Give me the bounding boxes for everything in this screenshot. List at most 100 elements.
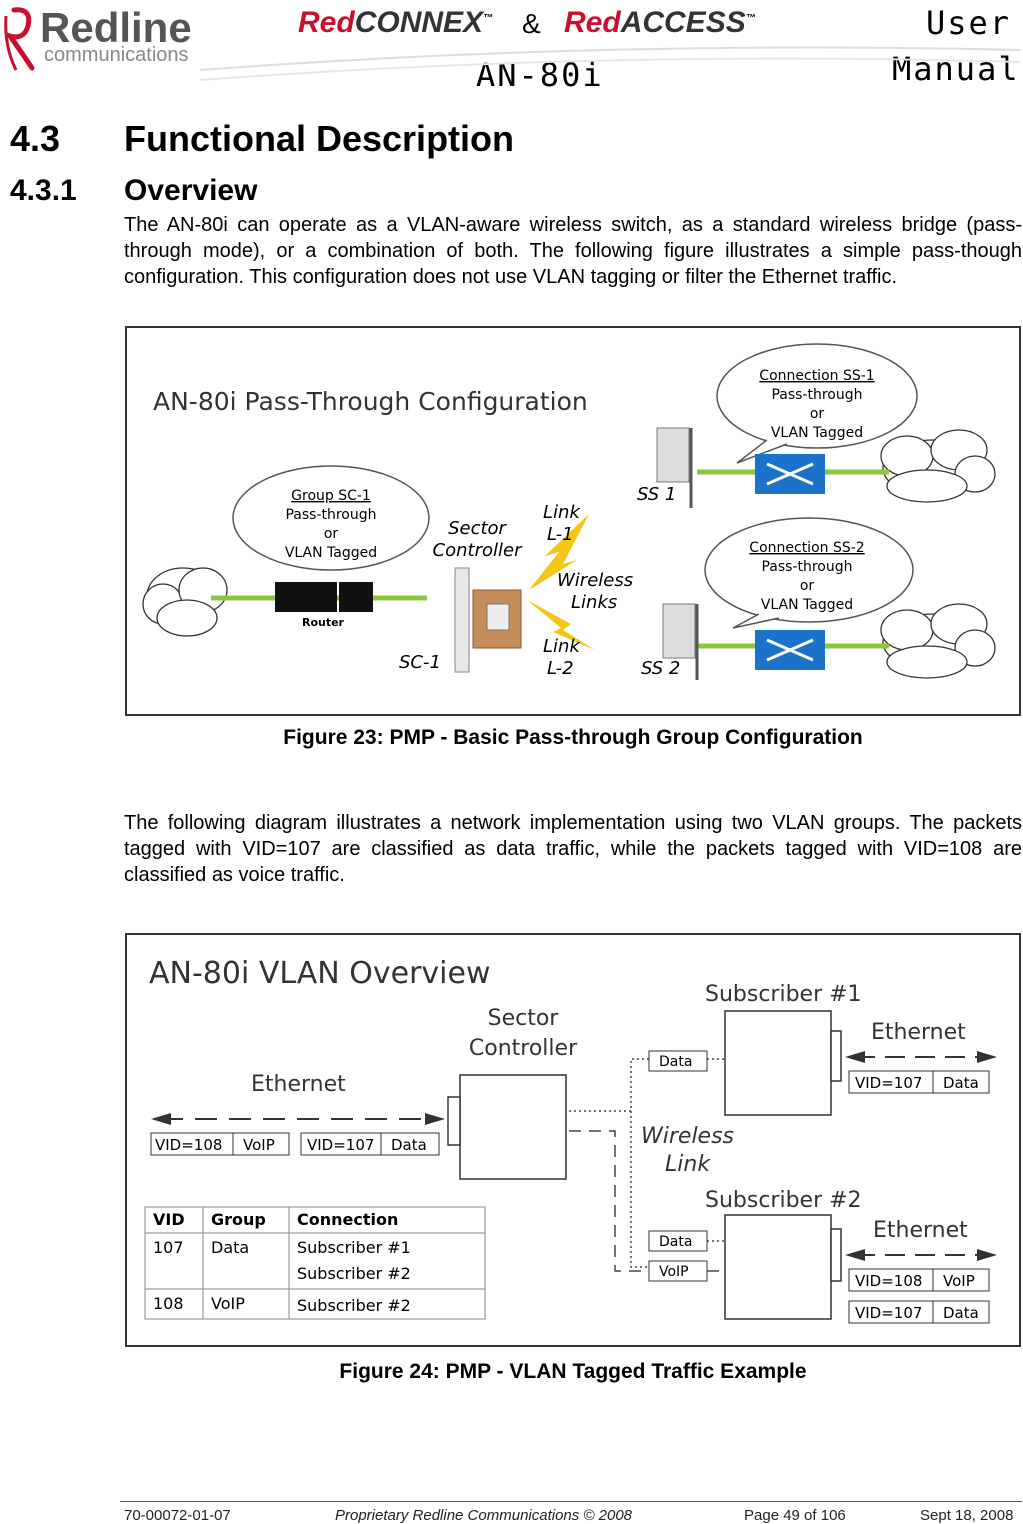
- s2-tag-data-type: Data: [943, 1304, 979, 1322]
- s2-tag-data: VID=107 Data: [848, 1300, 990, 1324]
- wireless-link-line2: Link: [665, 1152, 711, 1177]
- router-label: Router: [302, 616, 345, 629]
- ethernet-left-label: Ethernet: [251, 1072, 346, 1097]
- cloud-icon-ss1: [880, 429, 996, 503]
- link2-line2: L-2: [547, 658, 574, 679]
- switch-icon-ss2: [755, 630, 825, 670]
- figure-23: AN-80i Pass-Through Configuration Connec…: [125, 326, 1021, 716]
- footer-doc-number: 70-00072-01-07: [124, 1507, 231, 1524]
- wireless-links-line2: Links: [571, 592, 617, 613]
- table-header-group: Group: [211, 1210, 266, 1229]
- figure-24-caption: Figure 24: PMP - VLAN Tagged Traffic Exa…: [339, 1360, 807, 1383]
- bubble-sc1-line3: or: [324, 526, 339, 542]
- s2-tag-voip-type: VoIP: [943, 1272, 975, 1290]
- lightning-icon-1: [529, 514, 589, 590]
- wireless-links-line1: Wireless: [557, 570, 633, 591]
- cloud-icon-ss2: [880, 603, 996, 679]
- mid-tag-data-1: Data: [648, 1050, 708, 1072]
- bubble-ss1-line2: Pass-through: [771, 387, 862, 403]
- left-tag-voip-type: VoIP: [243, 1136, 275, 1154]
- subscriber1-box: [724, 1010, 832, 1116]
- table-row3-connection: Subscriber #2: [297, 1296, 411, 1315]
- subscriber2-port: [830, 1228, 842, 1282]
- table-row1-connection: Subscriber #1: [297, 1238, 411, 1257]
- dashed-link-voip: [569, 1130, 649, 1272]
- subsection-title: Overview: [124, 174, 258, 207]
- brand-access-text: ACCESS: [620, 6, 746, 39]
- vlan-table: VID Group Connection 107 Data Subscriber…: [144, 1206, 486, 1320]
- cloud-icon-left: [142, 567, 228, 637]
- bubble-sc1-line2: Pass-through: [285, 507, 376, 523]
- bubble-ss2: [704, 517, 914, 623]
- arrow-r2-right-icon: [977, 1249, 997, 1261]
- sector-controller-port: [447, 1096, 461, 1146]
- sector-antenna-icon: [454, 567, 522, 673]
- bubble-ss2-line1: Connection SS-2: [749, 540, 864, 556]
- ss1-label: SS 1: [637, 484, 676, 505]
- logo-text: Redline: [40, 4, 192, 51]
- left-tag-voip-vid: VID=108: [155, 1136, 222, 1154]
- brand-red-text-2: Red: [564, 6, 621, 39]
- bubble-ss1-line4: VLAN Tagged: [771, 425, 863, 441]
- fig24-sector-line2: Controller: [469, 1036, 578, 1061]
- brand-redaccess: RedACCESS™: [564, 6, 756, 40]
- header-doc-line1: User: [926, 4, 1012, 42]
- table-header-vid: VID: [153, 1210, 185, 1229]
- sc1-label: SC-1: [399, 652, 441, 673]
- fig23-title: AN-80i Pass-Through Configuration: [153, 387, 588, 416]
- left-tag-data-vid: VID=107: [307, 1136, 374, 1154]
- s1-tag: VID=107 Data: [848, 1070, 990, 1094]
- left-tag-data: VID=107 Data: [300, 1132, 440, 1156]
- bubble-sc1-line4: VLAN Tagged: [285, 545, 377, 561]
- footer-rule: [120, 1501, 1022, 1502]
- arrow-r2-left-icon: [845, 1249, 865, 1261]
- s1-tag-vid: VID=107: [855, 1074, 922, 1092]
- bubble-ss1: [716, 343, 918, 449]
- link1-line2: L-1: [547, 524, 574, 545]
- section-title: Functional Description: [124, 118, 515, 159]
- paragraph-1: The AN-80i can operate as a VLAN-aware w…: [124, 214, 1022, 288]
- arrow-r1-left-icon: [845, 1051, 865, 1063]
- mid-tag-voip-text: VoIP: [659, 1264, 689, 1280]
- tm-mark: ™: [483, 13, 494, 24]
- mid-tag-data-1-text: Data: [659, 1054, 692, 1070]
- table-row1-vid: 107: [153, 1238, 184, 1257]
- table-row1-group: Data: [211, 1238, 249, 1257]
- mid-tag-data-2-text: Data: [659, 1234, 692, 1250]
- brand-red-text: Red: [298, 6, 355, 39]
- bubble-ss2-line2: Pass-through: [761, 559, 852, 575]
- subscriber2-label: Subscriber #2: [705, 1188, 862, 1213]
- arrow-r1-right-icon: [977, 1051, 997, 1063]
- mid-tag-data-2: Data: [648, 1230, 708, 1252]
- table-row3-group: VoIP: [211, 1294, 245, 1313]
- fig24-sector-line1: Sector: [488, 1006, 560, 1031]
- s2-tag-data-vid: VID=107: [855, 1304, 922, 1322]
- bubble-ss1-line1: Connection SS-1: [759, 368, 874, 384]
- wireless-link-line1: Wireless: [641, 1124, 734, 1149]
- s2-tag-voip: VID=108 VoIP: [848, 1268, 990, 1292]
- brand-ampersand: &: [522, 8, 541, 39]
- left-tag-voip: VID=108 VoIP: [150, 1132, 290, 1156]
- bubble-sc1: [232, 465, 430, 571]
- ethernet-r1-label: Ethernet: [871, 1020, 966, 1045]
- s2-tag-voip-vid: VID=108: [855, 1272, 922, 1290]
- table-row3-vid: 108: [153, 1294, 184, 1313]
- redline-logo-icon: [3, 7, 35, 71]
- figure-24: AN-80i VLAN Overview Sector Controller E…: [125, 933, 1021, 1347]
- footer-notice: Proprietary Redline Communications © 200…: [335, 1507, 633, 1524]
- figure-23-caption: Figure 23: PMP - Basic Pass-through Grou…: [283, 726, 863, 749]
- bubble-ss2-line4: VLAN Tagged: [761, 597, 853, 613]
- dotted-link-sc: [569, 1058, 649, 1268]
- header-swoosh: [200, 46, 1020, 81]
- paragraph-2: The following diagram illustrates a netw…: [124, 812, 1022, 886]
- logo-subtext: communications: [44, 44, 189, 66]
- sector-controller-line1: Sector: [448, 518, 507, 539]
- section-number: 4.3: [10, 118, 61, 159]
- left-tag-data-type: Data: [391, 1136, 427, 1154]
- table-row2-connection: Subscriber #2: [297, 1264, 411, 1283]
- ethernet-r2-label: Ethernet: [873, 1218, 968, 1243]
- switch-icon-ss1: [755, 454, 825, 494]
- bubble-ss1-line3: or: [810, 406, 825, 422]
- arrow-left-head-icon: [151, 1113, 171, 1125]
- lightning-icon-2: [527, 600, 595, 650]
